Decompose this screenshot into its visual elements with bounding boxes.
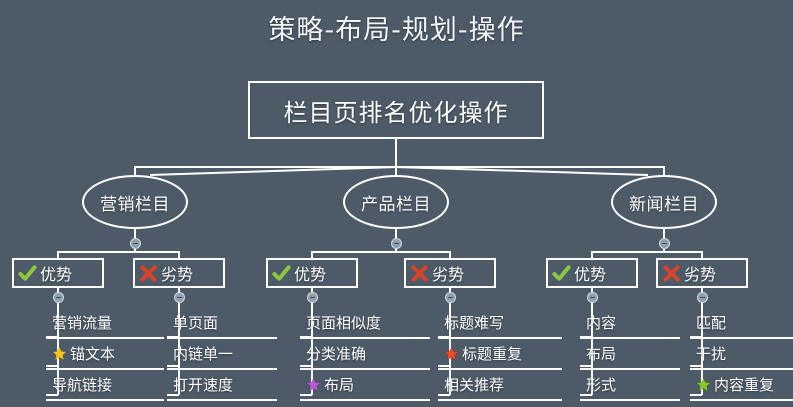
collapse-toggle-news-cons[interactable]	[696, 292, 708, 303]
item-list-marketing-pros: 营销流量锚文本导航链接	[46, 308, 164, 401]
list-item-label: 形式	[586, 376, 617, 394]
group-header-label: 劣势	[432, 265, 465, 284]
star-icon	[696, 377, 711, 392]
group-header-marketing-cons[interactable]: 劣势	[133, 258, 225, 288]
star-icon	[306, 377, 321, 392]
item-list-product-cons: 标题难写标题重复相关推荐	[438, 308, 562, 401]
item-list-marketing-cons: 单页面内链单一打开速度	[167, 308, 277, 401]
list-item-label: 内容	[586, 314, 617, 332]
group-header-label: 优势	[40, 265, 73, 284]
star-icon	[444, 346, 459, 361]
list-item-label: 锚文本	[70, 345, 116, 363]
branch-node-marketing[interactable]: 营销栏目	[82, 175, 188, 229]
list-item[interactable]: 形式	[580, 370, 680, 401]
check-icon	[552, 264, 571, 283]
list-item-label: 分类准确	[306, 345, 367, 363]
group-header-label: 优势	[574, 265, 607, 284]
list-item[interactable]: 内容	[580, 308, 680, 339]
root-node-label: 栏目页排名优化操作	[283, 98, 509, 127]
collapse-toggle-marketing[interactable]	[129, 238, 141, 249]
list-item-label: 相关推荐	[444, 376, 505, 394]
list-item[interactable]: 匹配	[690, 308, 793, 339]
list-item[interactable]: 相关推荐	[438, 370, 562, 401]
list-item-label: 干扰	[696, 345, 727, 363]
check-icon	[272, 264, 291, 283]
branch-node-news[interactable]: 新闻栏目	[611, 175, 717, 229]
group-header-label: 劣势	[161, 265, 194, 284]
branch-node-product[interactable]: 产品栏目	[343, 175, 449, 229]
list-item[interactable]: 内链单一	[167, 339, 277, 370]
list-item-label: 标题难写	[444, 314, 505, 332]
list-item[interactable]: 打开速度	[167, 370, 277, 401]
branch-node-label: 新闻栏目	[629, 194, 699, 215]
list-item-label: 导航链接	[52, 376, 113, 394]
cross-icon	[410, 264, 429, 283]
list-item[interactable]: 导航链接	[46, 370, 164, 401]
root-node[interactable]: 栏目页排名优化操作	[248, 81, 544, 139]
collapse-toggle-product-pros[interactable]	[306, 292, 318, 303]
list-item[interactable]: 干扰	[690, 339, 793, 370]
list-item[interactable]: 分类准确	[300, 339, 430, 370]
cross-icon	[662, 264, 681, 283]
list-item-label: 页面相似度	[306, 314, 382, 332]
cross-icon	[139, 264, 158, 283]
check-icon	[18, 264, 37, 283]
collapse-toggle-product[interactable]	[390, 238, 402, 249]
list-item[interactable]: 页面相似度	[300, 308, 430, 339]
item-list-news-cons: 匹配干扰内容重复	[690, 308, 793, 401]
group-header-news-cons[interactable]: 劣势	[656, 258, 748, 288]
group-header-product-pros[interactable]: 优势	[266, 258, 358, 288]
list-item[interactable]: 标题难写	[438, 308, 562, 339]
list-item[interactable]: 营销流量	[46, 308, 164, 339]
item-list-product-pros: 页面相似度分类准确布局	[300, 308, 430, 401]
list-item[interactable]: 单页面	[167, 308, 277, 339]
branch-node-label: 产品栏目	[361, 194, 431, 215]
list-item-label: 布局	[324, 376, 355, 394]
list-item-label: 标题重复	[462, 345, 523, 363]
list-item[interactable]: 布局	[300, 370, 430, 401]
collapse-toggle-news-pros[interactable]	[586, 292, 598, 303]
list-item-label: 营销流量	[52, 314, 113, 332]
list-item[interactable]: 锚文本	[46, 339, 164, 370]
branch-node-label: 营销栏目	[100, 194, 170, 215]
list-item-label: 内容重复	[714, 376, 775, 394]
collapse-toggle-product-cons[interactable]	[444, 292, 456, 303]
star-icon	[52, 346, 67, 361]
list-item-label: 内链单一	[173, 345, 234, 363]
list-item[interactable]: 标题重复	[438, 339, 562, 370]
group-header-label: 优势	[294, 265, 327, 284]
collapse-toggle-marketing-cons[interactable]	[173, 292, 185, 303]
list-item[interactable]: 布局	[580, 339, 680, 370]
group-header-product-cons[interactable]: 劣势	[404, 258, 496, 288]
group-header-marketing-pros[interactable]: 优势	[12, 258, 104, 288]
list-item-label: 单页面	[173, 314, 219, 332]
list-item-label: 匹配	[696, 314, 727, 332]
item-list-news-pros: 内容布局形式	[580, 308, 680, 401]
page-title: 策略-布局-规划-操作	[268, 15, 525, 46]
list-item-label: 布局	[586, 345, 617, 363]
collapse-toggle-news[interactable]	[658, 238, 670, 249]
collapse-toggle-marketing-pros[interactable]	[52, 292, 64, 303]
list-item-label: 打开速度	[173, 376, 234, 394]
group-header-label: 劣势	[684, 265, 717, 284]
group-header-news-pros[interactable]: 优势	[546, 258, 638, 288]
list-item[interactable]: 内容重复	[690, 370, 793, 401]
